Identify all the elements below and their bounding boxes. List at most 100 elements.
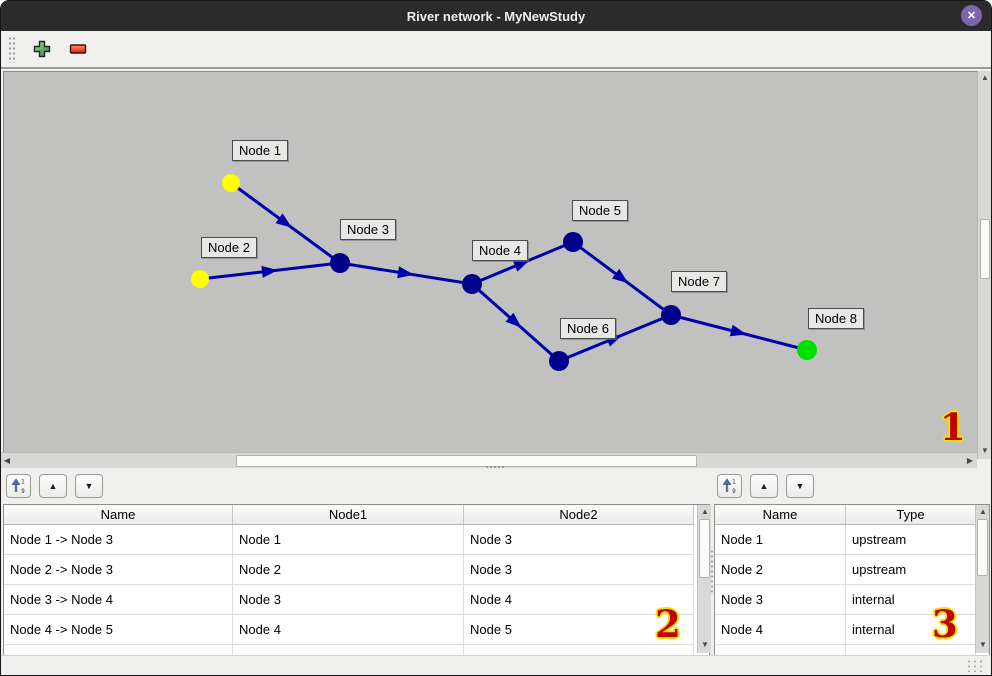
up-triangle-icon: ▲ bbox=[759, 480, 769, 491]
down-triangle-icon: ▼ bbox=[84, 480, 94, 491]
table-cell: internal bbox=[846, 615, 976, 645]
table-cell: Node 3 bbox=[464, 555, 694, 585]
nodes-toolbar: 1 9 ▲ ▼ bbox=[717, 474, 814, 498]
move-node-up-button[interactable]: ▲ bbox=[750, 474, 778, 498]
tables-splitter-handle[interactable] bbox=[710, 549, 714, 595]
edge-arrow-icon bbox=[275, 213, 292, 228]
table-cell: Node 2 -> Node 3 bbox=[4, 555, 233, 585]
canvas-horizontal-scrollbar[interactable]: ◀ ▶ bbox=[1, 452, 977, 468]
scroll-right-icon[interactable]: ▶ bbox=[966, 456, 974, 465]
add-button[interactable] bbox=[32, 39, 52, 59]
main-toolbar bbox=[1, 31, 991, 69]
network-node[interactable] bbox=[191, 270, 209, 288]
network-node[interactable] bbox=[549, 351, 569, 371]
toolbar-drag-handle[interactable] bbox=[8, 35, 16, 63]
edge-arrow-icon bbox=[261, 265, 278, 278]
svg-text:1: 1 bbox=[732, 480, 736, 486]
network-canvas[interactable]: Node 1 Node 2 Node 3 Node 4 Node 5 Node 6 Node… bbox=[3, 71, 977, 452]
node-label[interactable]: Node 3 bbox=[340, 219, 396, 240]
edge-arrow-icon bbox=[512, 259, 530, 272]
table-cell: Node 4 bbox=[715, 615, 846, 645]
minus-icon bbox=[69, 44, 87, 54]
network-node[interactable] bbox=[462, 274, 482, 294]
node-label[interactable]: Node 7 bbox=[671, 271, 727, 292]
scroll-down-icon[interactable]: ▼ bbox=[979, 640, 987, 649]
tables-toolbar: 1 9 ▲ ▼ 1 9 ▲ bbox=[1, 469, 991, 504]
table-cell: Node 5 bbox=[464, 615, 694, 645]
node-label[interactable]: Node 2 bbox=[201, 237, 257, 258]
table-cell: Node 1 -> Node 3 bbox=[4, 525, 233, 555]
scroll-left-icon[interactable]: ◀ bbox=[3, 456, 11, 465]
status-bar bbox=[1, 655, 991, 675]
links-scroll-thumb[interactable] bbox=[699, 519, 710, 578]
column-header[interactable]: Name bbox=[4, 505, 233, 525]
up-triangle-icon: ▲ bbox=[48, 480, 58, 491]
close-icon: ✕ bbox=[966, 10, 977, 22]
links-table-scrollbar[interactable]: ▲ ▼ bbox=[697, 505, 711, 653]
scroll-up-icon[interactable]: ▲ bbox=[981, 73, 989, 82]
column-header[interactable]: Name bbox=[715, 505, 846, 525]
edge-arrow-icon bbox=[397, 266, 414, 279]
node-label[interactable]: Node 6 bbox=[560, 318, 616, 339]
network-node[interactable] bbox=[222, 174, 240, 192]
scroll-down-icon[interactable]: ▼ bbox=[981, 446, 989, 455]
network-node[interactable] bbox=[330, 253, 350, 273]
network-node[interactable] bbox=[563, 232, 583, 252]
table-cell bbox=[715, 645, 846, 655]
down-triangle-icon: ▼ bbox=[795, 480, 805, 491]
column-header[interactable]: Node2 bbox=[464, 505, 694, 525]
table-cell: Node 2 bbox=[715, 555, 846, 585]
column-header[interactable]: Type bbox=[846, 505, 976, 525]
close-button[interactable]: ✕ bbox=[961, 5, 982, 26]
table-cell: Node 3 -> Node 4 bbox=[4, 585, 233, 615]
table-cell bbox=[233, 645, 464, 655]
resize-grip[interactable] bbox=[965, 658, 983, 672]
remove-button[interactable] bbox=[68, 39, 88, 59]
nodes-scroll-thumb[interactable] bbox=[977, 519, 988, 576]
node-label[interactable]: Node 8 bbox=[808, 308, 864, 329]
table-cell: Node 3 bbox=[464, 525, 694, 555]
scroll-down-icon[interactable]: ▼ bbox=[701, 640, 709, 649]
node-label[interactable]: Node 1 bbox=[232, 140, 288, 161]
horizontal-scroll-thumb[interactable] bbox=[236, 455, 697, 467]
move-link-up-button[interactable]: ▲ bbox=[39, 474, 67, 498]
sort-ascending-icon: 1 9 bbox=[722, 478, 736, 494]
sort-links-button[interactable]: 1 9 bbox=[6, 474, 31, 498]
network-svg bbox=[191, 174, 817, 371]
node-label[interactable]: Node 4 bbox=[472, 240, 528, 261]
vertical-scroll-thumb[interactable] bbox=[980, 219, 990, 279]
network-node[interactable] bbox=[797, 340, 817, 360]
svg-text:9: 9 bbox=[732, 489, 736, 494]
nodes-table-scrollbar[interactable]: ▲ ▼ bbox=[975, 505, 989, 653]
titlebar[interactable]: River network - MyNewStudy ✕ bbox=[1, 1, 991, 31]
svg-text:1: 1 bbox=[21, 480, 25, 486]
table-cell: Node 1 bbox=[233, 525, 464, 555]
move-node-down-button[interactable]: ▼ bbox=[786, 474, 814, 498]
node-label[interactable]: Node 5 bbox=[572, 200, 628, 221]
table-cell: internal bbox=[846, 585, 976, 615]
edge-arrow-icon bbox=[729, 324, 747, 337]
canvas-vertical-scrollbar[interactable]: ▲ ▼ bbox=[977, 71, 991, 459]
panel-splitter-handle[interactable] bbox=[485, 465, 505, 469]
move-link-down-button[interactable]: ▼ bbox=[75, 474, 103, 498]
sort-nodes-button[interactable]: 1 9 bbox=[717, 474, 742, 498]
column-header[interactable]: Node1 bbox=[233, 505, 464, 525]
table-cell: Node 4 bbox=[464, 585, 694, 615]
sort-ascending-icon: 1 9 bbox=[11, 478, 25, 494]
network-node[interactable] bbox=[661, 305, 681, 325]
table-cell bbox=[464, 645, 694, 655]
scroll-up-icon[interactable]: ▲ bbox=[701, 507, 709, 516]
window-title: River network - MyNewStudy bbox=[406, 8, 586, 24]
scroll-up-icon[interactable]: ▲ bbox=[979, 507, 987, 516]
